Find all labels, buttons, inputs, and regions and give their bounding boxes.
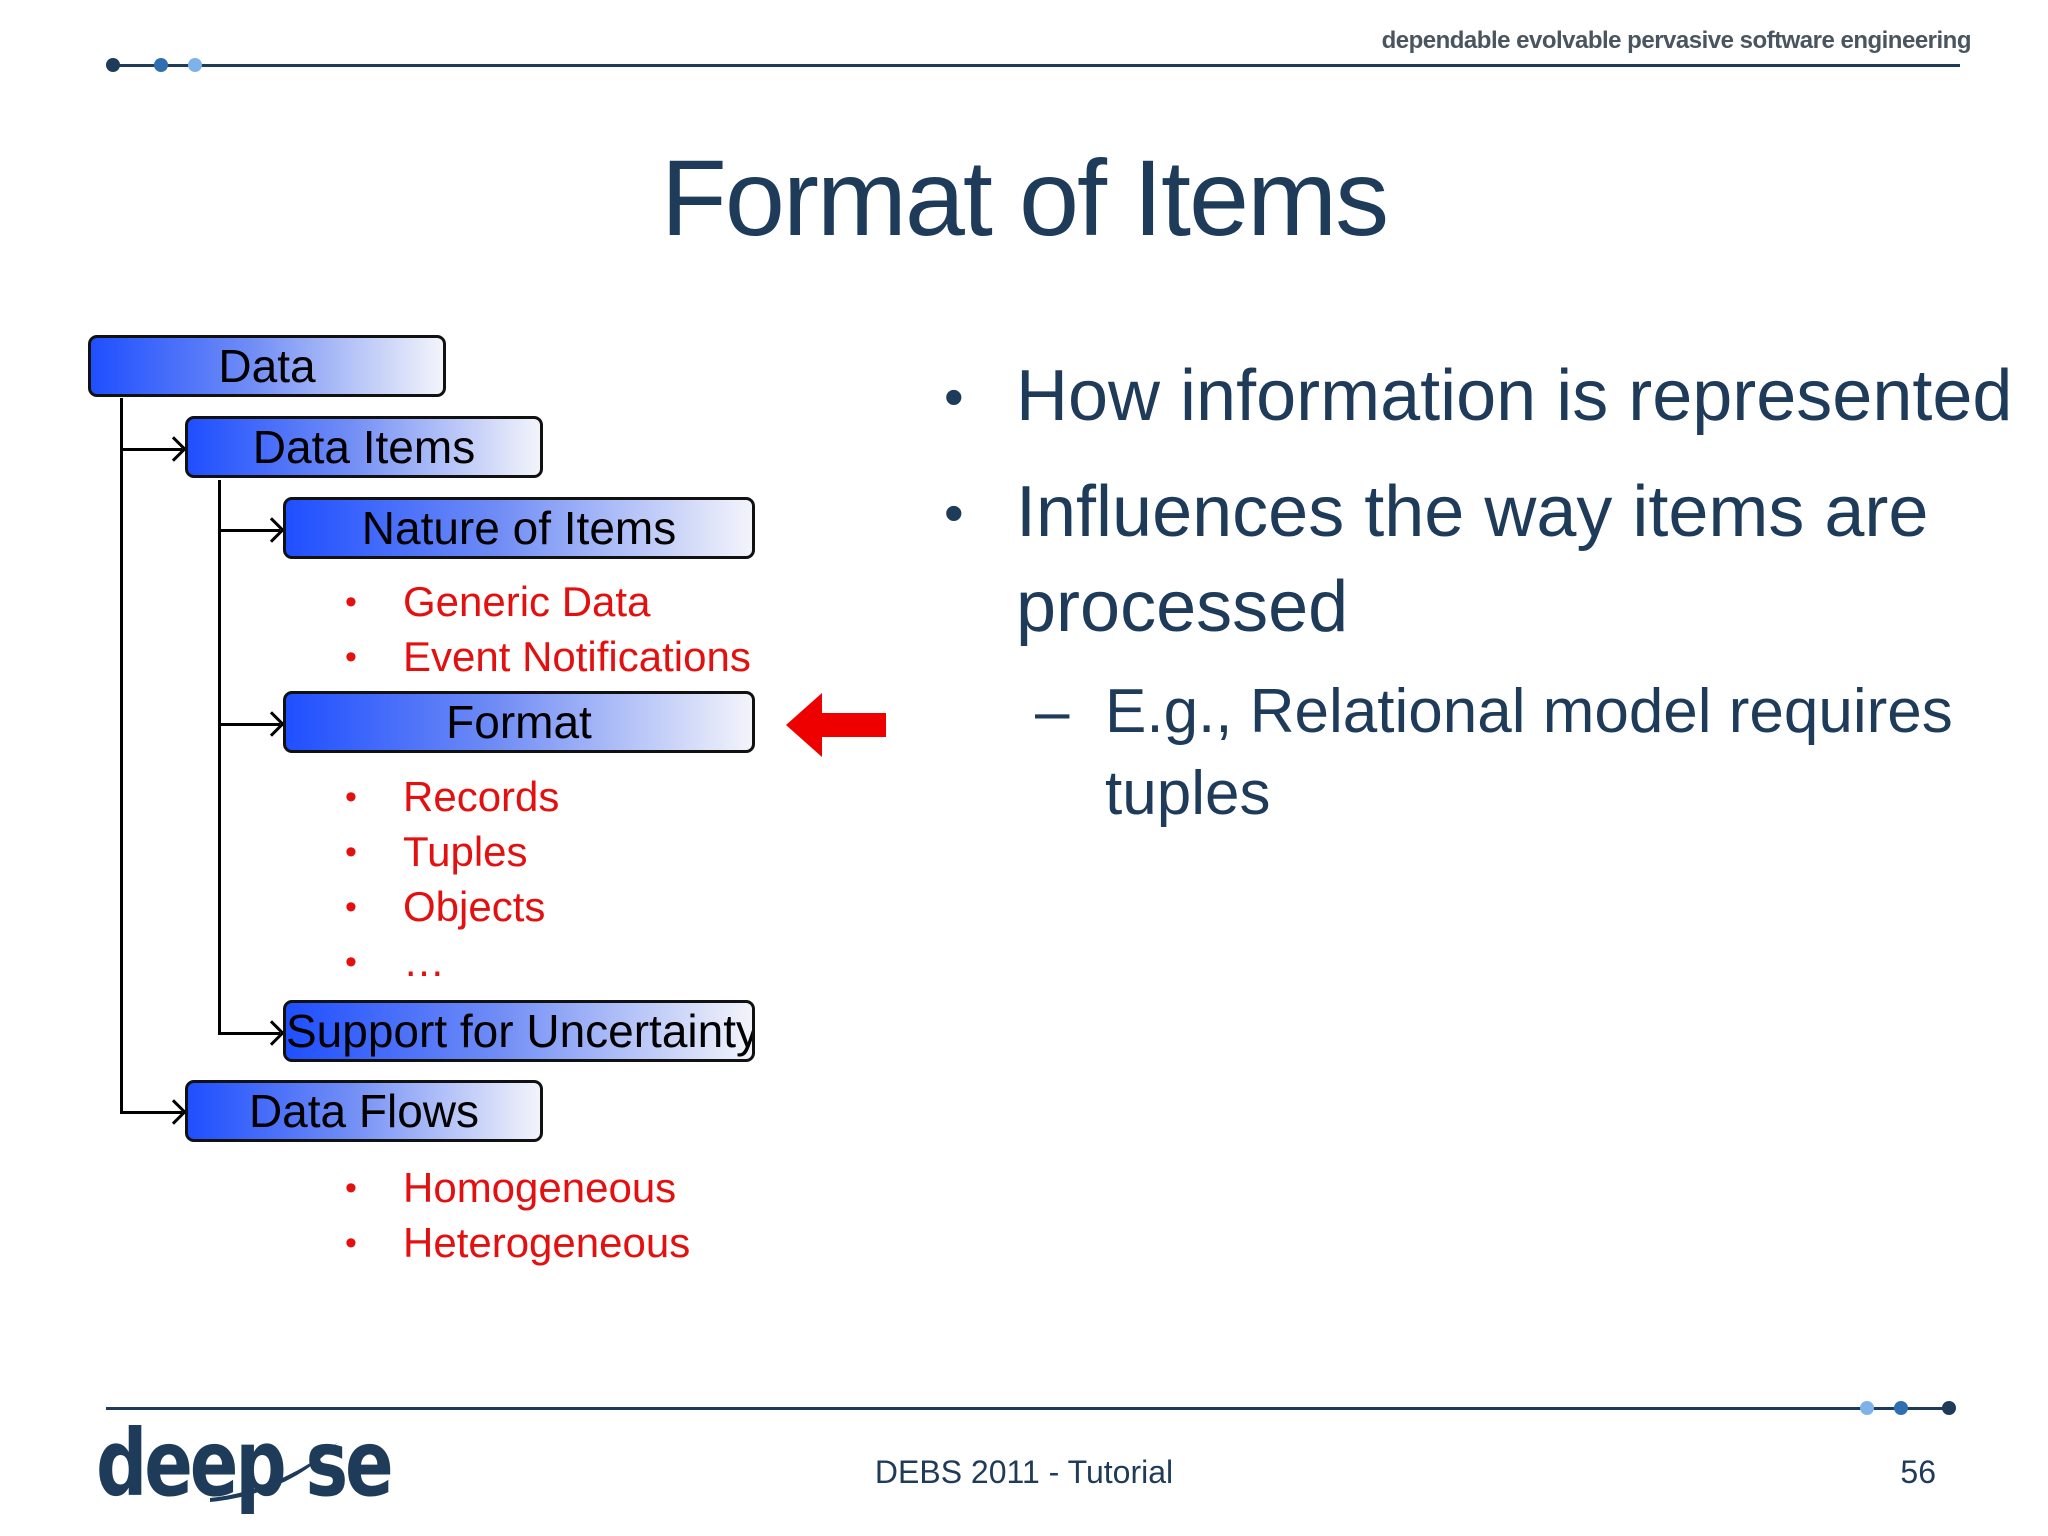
list-item: •Objects [345, 883, 546, 930]
header-rule [112, 64, 1960, 67]
tree-node-nature-of-items: Nature of Items [283, 497, 755, 559]
slide-title: Format of Items [660, 137, 1389, 258]
tree-connector [218, 1032, 280, 1035]
bullet-influences: •Influences the way items are [944, 472, 1929, 552]
list-item: •Tuples [345, 828, 528, 875]
tree-arrow [259, 517, 285, 543]
sub-bullet-relational-cont: tuples [1105, 759, 1271, 828]
tree-arrow [259, 1020, 285, 1046]
tree-arrow [161, 436, 187, 462]
sub-bullet-relational: –E.g., Relational model requires [1035, 677, 1953, 746]
tree-node-data: Data [88, 335, 446, 397]
tree-node-data-items: Data Items [185, 416, 543, 478]
tree-connector [120, 448, 182, 451]
tree-connector [120, 1111, 182, 1114]
deep-se-logo: deep se [96, 1410, 394, 1517]
bullet-influences-cont: processed [1016, 567, 1349, 647]
tree-connector [120, 398, 123, 1113]
list-item: •… [345, 938, 445, 985]
list-item: •Event Notifications [345, 633, 751, 680]
tree-node-format: Format [283, 691, 755, 753]
tree-connector [218, 723, 280, 726]
tree-arrow [161, 1099, 187, 1125]
list-item: •Records [345, 773, 560, 820]
header-tagline: dependable evolvable pervasive software … [1381, 27, 1972, 54]
footer-dot-mid [1894, 1401, 1908, 1415]
tree-arrow [259, 711, 285, 737]
list-item: •Heterogeneous [345, 1219, 691, 1266]
tree-node-data-flows: Data Flows [185, 1080, 543, 1142]
tree-connector [218, 529, 280, 532]
header-dot-light [188, 58, 202, 72]
header-dot-dark [106, 58, 120, 72]
tree-connector [218, 480, 221, 1034]
bullet-how-information: •How information is represented [944, 356, 2013, 436]
list-item: •Generic Data [345, 578, 651, 625]
red-arrow-icon [786, 693, 886, 757]
page-number: 56 [1900, 1454, 1936, 1490]
list-item: •Homogeneous [345, 1164, 677, 1211]
footer-center-text: DEBS 2011 - Tutorial [874, 1454, 1174, 1490]
footer-dot-light [1860, 1401, 1874, 1415]
tree-node-support-for-uncertainty: Support for Uncertainty [283, 1000, 755, 1062]
footer-dot-dark [1942, 1401, 1956, 1415]
footer-rule [106, 1407, 1954, 1410]
header-dot-mid [154, 58, 168, 72]
